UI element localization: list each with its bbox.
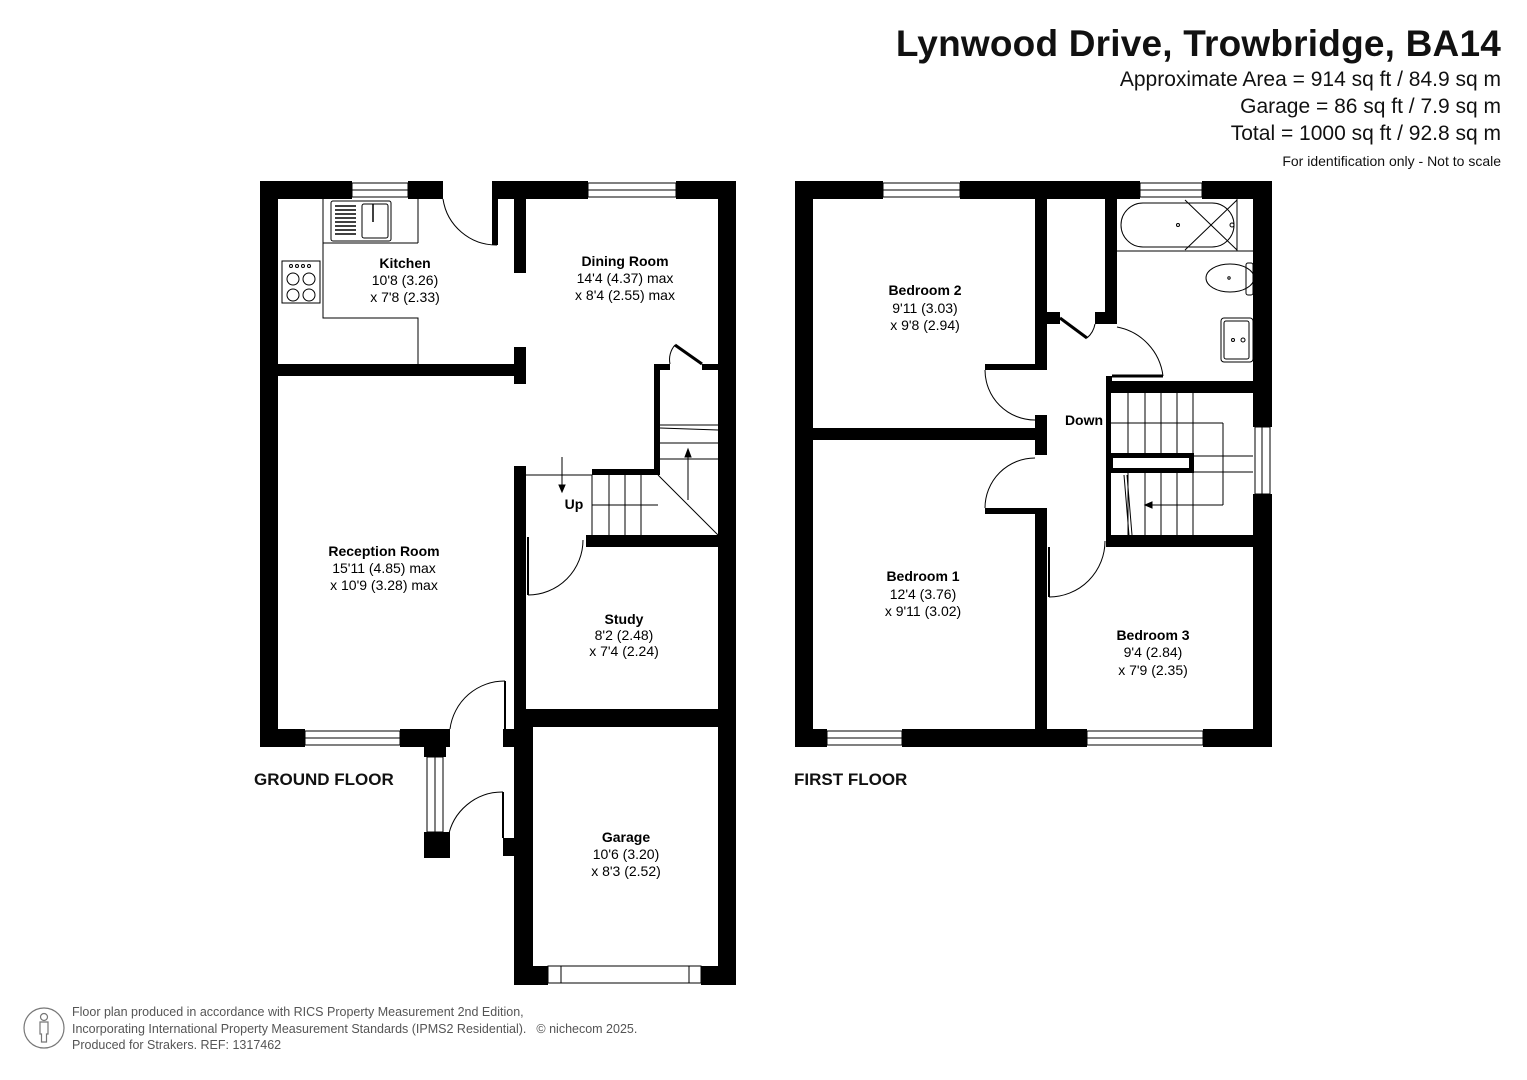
footer-notes: Floor plan produced in accordance with R… bbox=[72, 1004, 637, 1054]
person-icon bbox=[23, 1007, 65, 1049]
room-dim1-bedroom-2: 9'11 (3.03) bbox=[892, 300, 957, 316]
room-dim2-dining-room: x 8'4 (2.55) max bbox=[575, 287, 675, 303]
room-dim2-study: x 7'4 (2.24) bbox=[589, 643, 659, 659]
scale-disclaimer: For identification only - Not to scale bbox=[1282, 153, 1501, 169]
room-name-bedroom-1: Bedroom 1 bbox=[886, 568, 959, 584]
room-dim1-study: 8'2 (2.48) bbox=[595, 627, 654, 643]
property-address-title: Lynwood Drive, Trowbridge, BA14 bbox=[895, 23, 1501, 64]
room-dim1-bedroom-3: 9'4 (2.84) bbox=[1124, 644, 1183, 660]
footer-line-1: Floor plan produced in accordance with R… bbox=[72, 1005, 524, 1019]
ground-floor-labels: Kitchen 10'8 (3.26) x 7'8 (2.33) Dining … bbox=[328, 253, 675, 879]
first-floor-label: FIRST FLOOR bbox=[794, 770, 908, 789]
room-dim2-reception-room: x 10'9 (3.28) max bbox=[330, 577, 438, 593]
room-dim2-kitchen: x 7'8 (2.33) bbox=[370, 289, 440, 305]
room-dim2-garage: x 8'3 (2.52) bbox=[591, 863, 661, 879]
first-floor-walls bbox=[795, 181, 1272, 747]
garage-area: Garage = 86 sq ft / 7.9 sq m bbox=[1240, 95, 1501, 118]
ground-floor-walls bbox=[260, 181, 736, 985]
total-area: Total = 1000 sq ft / 92.8 sq m bbox=[1230, 122, 1501, 145]
room-dim2-bedroom-2: x 9'8 (2.94) bbox=[890, 317, 960, 333]
room-name-bedroom-3: Bedroom 3 bbox=[1116, 627, 1189, 643]
ground-floor-fixtures bbox=[281, 182, 719, 984]
ground-floor-plan: Kitchen 10'8 (3.26) x 7'8 (2.33) Dining … bbox=[260, 181, 736, 985]
ground-floor-label: GROUND FLOOR bbox=[254, 770, 394, 789]
approximate-area: Approximate Area = 914 sq ft / 84.9 sq m bbox=[1119, 68, 1501, 91]
room-name-kitchen: Kitchen bbox=[379, 255, 430, 271]
room-name-reception-room: Reception Room bbox=[328, 543, 439, 559]
room-dim1-reception-room: 15'11 (4.85) max bbox=[332, 560, 436, 576]
copyright-notice: © nichecom 2025. bbox=[536, 1021, 638, 1036]
stairs-down-label: Down bbox=[1065, 412, 1103, 428]
room-dim2-bedroom-1: x 9'11 (3.02) bbox=[885, 603, 961, 619]
stairs-up-label: Up bbox=[565, 496, 584, 512]
room-dim1-garage: 10'6 (3.20) bbox=[593, 846, 660, 862]
room-dim2-bedroom-3: x 7'9 (2.35) bbox=[1118, 662, 1188, 678]
room-name-garage: Garage bbox=[602, 829, 650, 845]
first-floor-plan: Bedroom 2 9'11 (3.03) x 9'8 (2.94) Bedro… bbox=[795, 181, 1272, 747]
room-name-bedroom-2: Bedroom 2 bbox=[888, 282, 961, 298]
room-dim1-kitchen: 10'8 (3.26) bbox=[372, 272, 439, 288]
room-name-study: Study bbox=[605, 611, 644, 627]
first-floor-labels: Bedroom 2 9'11 (3.03) x 9'8 (2.94) Bedro… bbox=[885, 282, 1190, 678]
room-dim1-dining-room: 14'4 (4.37) max bbox=[577, 270, 674, 286]
room-name-dining-room: Dining Room bbox=[581, 253, 668, 269]
stair-well-void bbox=[1113, 458, 1189, 468]
footer-line-2: Incorporating International Property Mea… bbox=[72, 1021, 527, 1036]
footer-line-3: Produced for Strakers. REF: 1317462 bbox=[72, 1038, 282, 1052]
first-floor-fixtures bbox=[826, 182, 1271, 746]
room-dim1-bedroom-1: 12'4 (3.76) bbox=[890, 586, 957, 602]
plan-header: Lynwood Drive, Trowbridge, BA14 Approxim… bbox=[896, 22, 1501, 171]
